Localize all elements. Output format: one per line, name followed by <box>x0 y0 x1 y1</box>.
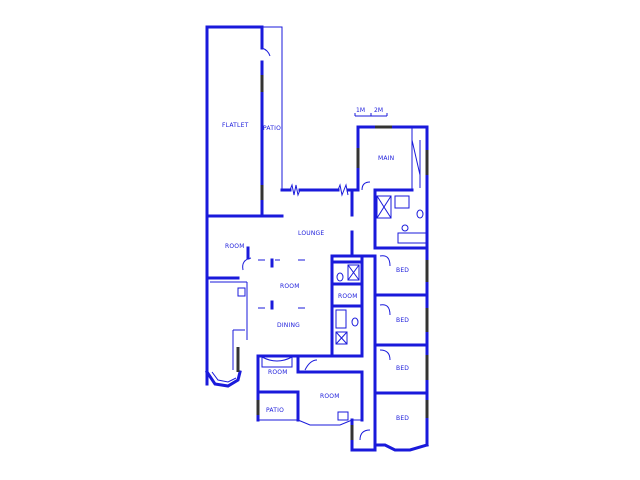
room-label-room-left: ROOM <box>225 243 245 250</box>
room-label-flatlet: FLATLET <box>222 122 249 129</box>
room-label-patio-bottom: PATIO <box>266 407 284 414</box>
room-label-room-bottom-left: ROOM <box>268 369 288 376</box>
room-label-room-bottom: ROOM <box>320 393 340 400</box>
flatlet-wing <box>205 25 283 218</box>
utility-rooms <box>330 254 364 358</box>
right-bedrooms <box>373 246 429 452</box>
room-label-bed-1: BED <box>396 267 409 274</box>
room-label-lounge: LOUNGE <box>298 230 324 237</box>
room-label-main: MAIN <box>378 155 394 162</box>
room-label-dining: DINING <box>277 322 300 329</box>
room-label-bed-2: BED <box>396 317 409 324</box>
scale-label-2m: 2M <box>374 107 383 114</box>
scale-label-1m: 1M <box>356 107 365 114</box>
room-label-room-small: ROOM <box>338 293 358 300</box>
bottom-rooms <box>256 354 377 452</box>
room-label-bed-4: BED <box>396 415 409 422</box>
ensuite <box>373 195 429 250</box>
lounge-walls <box>260 181 414 258</box>
main-bedroom <box>356 125 429 252</box>
room-label-bed-3: BED <box>396 365 409 372</box>
room-labels: FLATLET PATIO MAIN LOUNGE ROOM ROOM BED … <box>222 122 409 422</box>
room-label-room-center: ROOM <box>280 283 300 290</box>
scale-bar: 1M 2M <box>354 107 388 117</box>
room-label-patio-top: PATIO <box>263 125 281 132</box>
left-rooms <box>204 214 252 388</box>
